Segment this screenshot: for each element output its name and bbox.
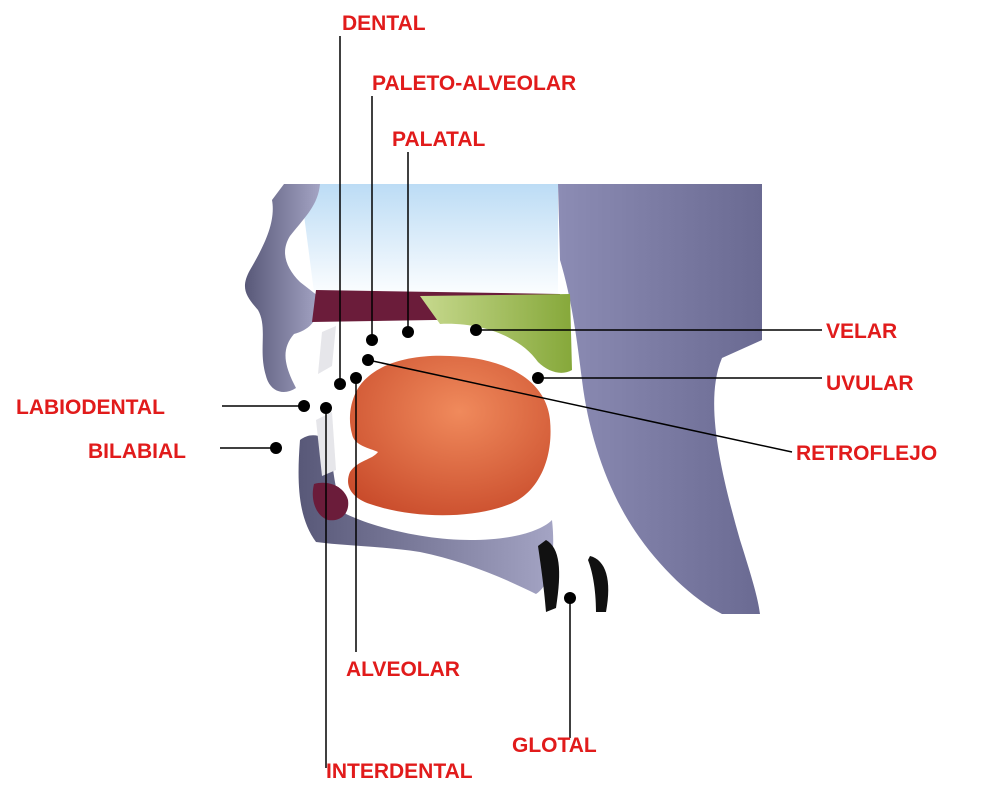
label-bilabial: BILABIAL	[88, 440, 186, 463]
dot-velar	[470, 324, 482, 336]
label-labiodental: LABIODENTAL	[16, 396, 165, 419]
label-glotal: GLOTAL	[512, 734, 597, 757]
dot-interdental	[320, 402, 332, 414]
dot-retroflejo	[362, 354, 374, 366]
label-paleto-alveolar: PALETO-ALVEOLAR	[372, 72, 576, 95]
dot-paleto-alveolar	[366, 334, 378, 346]
dot-glotal	[564, 592, 576, 604]
label-alveolar: ALVEOLAR	[346, 658, 460, 681]
pharynx-wall	[558, 184, 762, 614]
label-dental: DENTAL	[342, 12, 426, 35]
tongue	[348, 356, 551, 516]
label-uvular: UVULAR	[826, 372, 914, 395]
dot-uvular	[532, 372, 544, 384]
label-retroflejo: RETROFLEJO	[796, 442, 937, 465]
dot-dental	[334, 378, 346, 390]
label-palatal: PALATAL	[392, 128, 485, 151]
dot-alveolar	[350, 372, 362, 384]
nasal-cavity	[300, 184, 558, 300]
dot-labiodental	[298, 400, 310, 412]
upper-teeth	[318, 326, 336, 374]
label-velar: VELAR	[826, 320, 897, 343]
vocal-folds	[588, 556, 608, 612]
dot-bilabial	[270, 442, 282, 454]
label-interdental: INTERDENTAL	[326, 760, 473, 782]
dot-palatal	[402, 326, 414, 338]
